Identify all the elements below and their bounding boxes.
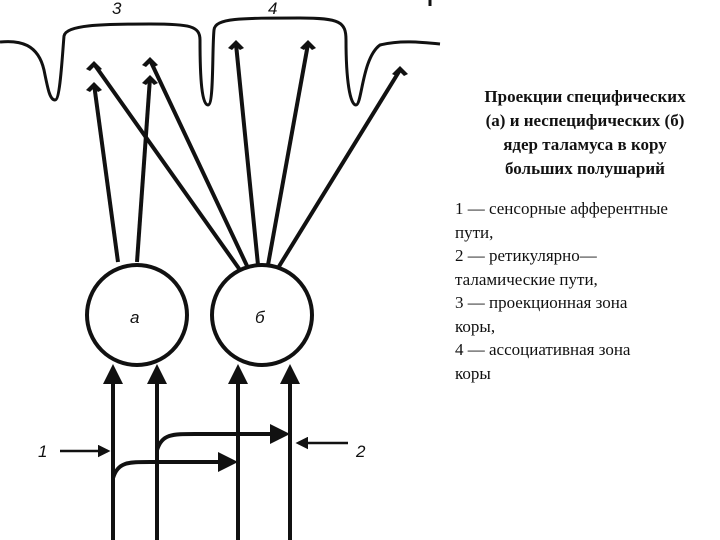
title-line: больших полушарий [505,159,665,178]
projections-nucleus-b [92,43,402,272]
projections-nucleus-a [92,77,152,263]
ascending-pathways [103,364,300,540]
caption-title: Проекции специфических (а) и неспецифиче… [455,85,715,181]
legend-item-projection-zone: 3 — проекционная зона коры, [455,293,628,336]
legend-item-sensory: 1 — сенсорные афферентные пути, [455,199,668,242]
caption-block: Проекции специфических (а) и неспецифиче… [455,85,715,385]
cross-connections [111,424,290,479]
path-1-label: 1 [38,442,47,461]
title-line: (а) и неспецифических (б) [485,111,685,130]
nucleus-a-circle [85,263,189,367]
zone-4-label: 4 [268,0,277,18]
title-line: ядер таламуса в кору [503,135,667,154]
legend-list: 1 — сенсорные афферентные пути, 2 — рети… [455,197,715,385]
legend-item-associative-zone: 4 — ассоциативная зона коры [455,340,631,383]
cortex-outline [0,16,441,107]
zone-3-label: 3 [112,0,122,18]
synaptic-terminals [86,40,408,92]
nucleus-b-circle [210,263,314,367]
path-2-label: 2 [355,442,366,461]
nucleus-a-label: а [130,308,139,327]
title-line: Проекции специфических [484,87,686,106]
legend-item-reticular: 2 — ретикулярно— таламические пути, [455,246,598,289]
nucleus-b-label: б [255,308,266,327]
